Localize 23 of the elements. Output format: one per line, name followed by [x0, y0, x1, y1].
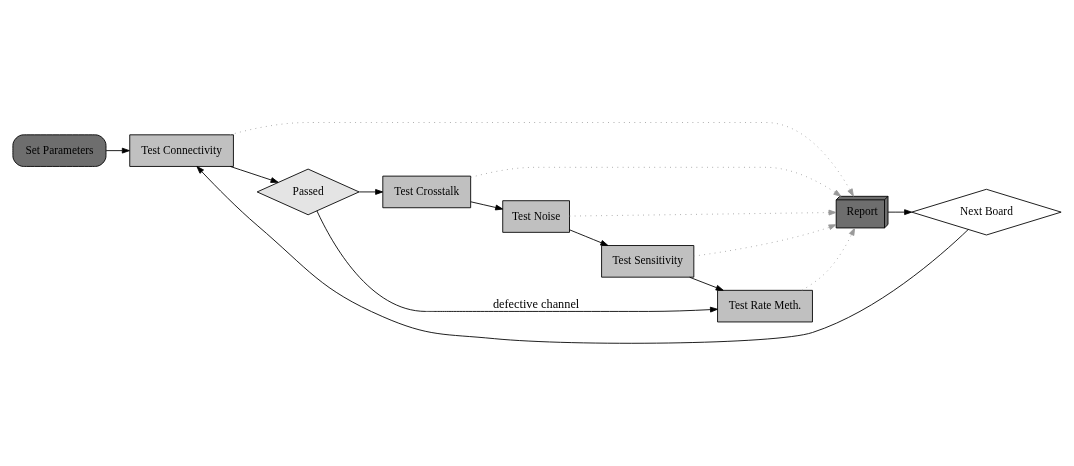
arrow [229, 166, 279, 183]
arrow [569, 229, 609, 246]
node-box: Test Crosstalk [382, 175, 472, 209]
node-box: Test Connectivity [129, 134, 234, 167]
arrow [316, 210, 718, 313]
edge-label: defective channel [492, 297, 580, 312]
node-box: Test Rate Meth. [717, 289, 813, 323]
arrow [470, 201, 504, 211]
arrow [196, 166, 969, 344]
node-box: Set Parameters [12, 134, 107, 167]
node-diamond: Next Board [911, 188, 1062, 236]
node-box: Test Noise [502, 200, 570, 233]
arrow [470, 166, 842, 197]
arrow [689, 276, 724, 291]
arrow [887, 209, 913, 216]
arrow [801, 227, 856, 291]
node-diamond: Passed [256, 168, 360, 216]
arrow [105, 147, 130, 154]
node-box: Test Sensitivity [601, 245, 695, 278]
arrow [229, 122, 854, 197]
arrow [693, 224, 837, 257]
arrow [569, 209, 837, 217]
arrow [358, 189, 384, 195]
